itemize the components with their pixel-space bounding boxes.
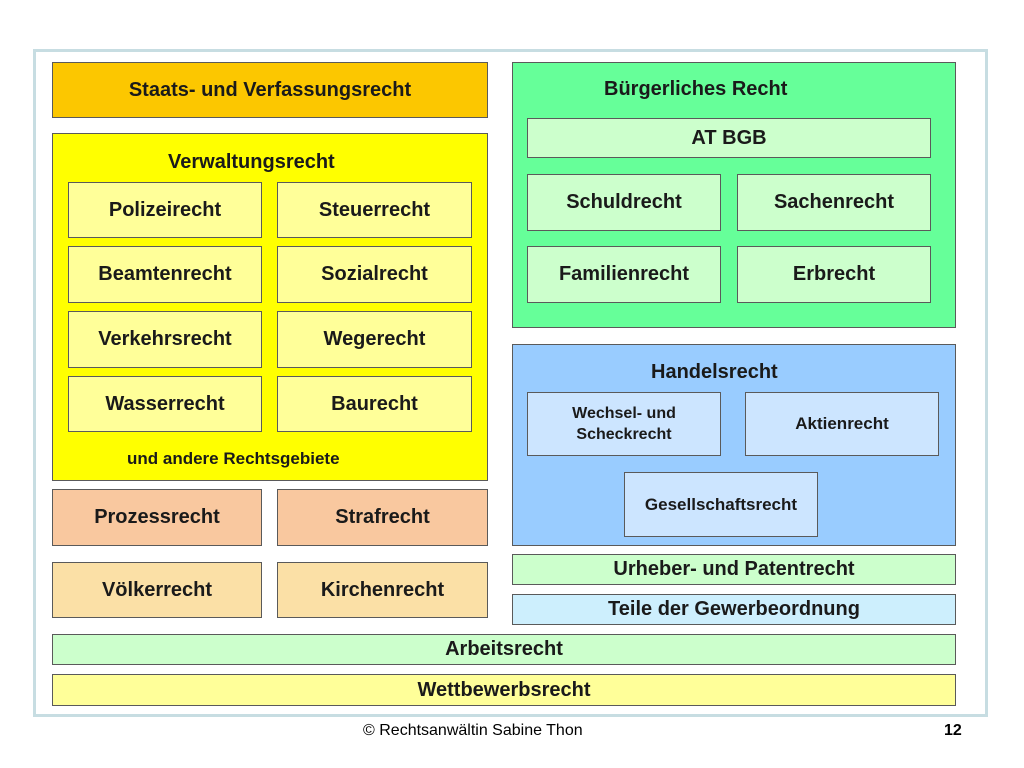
staats-box: Staats- und Verfassungsrecht xyxy=(52,62,488,118)
at-bgb-box: AT BGB xyxy=(527,118,931,158)
aktienrecht-box: Aktienrecht xyxy=(745,392,939,456)
item-verkehrsrecht: Verkehrsrecht xyxy=(68,311,262,368)
handelsrecht-title: Handelsrecht xyxy=(651,361,778,383)
footer-page-number: 12 xyxy=(944,722,962,739)
item-steuerrecht: Steuerrecht xyxy=(277,182,472,238)
gesellschaftsrecht-box: Gesellschaftsrecht xyxy=(624,472,818,537)
gewerbeordnung-box: Teile der Gewerbeordnung xyxy=(512,594,956,625)
urheber-patentrecht-box: Urheber- und Patentrecht xyxy=(512,554,956,585)
buergerliches-recht-title: Bürgerliches Recht xyxy=(604,78,788,100)
wettbewerbsrecht-box: Wettbewerbsrecht xyxy=(52,674,956,706)
item-baurecht: Baurecht xyxy=(277,376,472,432)
arbeitsrecht-box: Arbeitsrecht xyxy=(52,634,956,665)
footer-copyright: © Rechtsanwältin Sabine Thon xyxy=(363,722,583,739)
item-polizeirecht: Polizeirecht xyxy=(68,182,262,238)
schuldrecht-box: Schuldrecht xyxy=(527,174,721,231)
item-sozialrecht: Sozialrecht xyxy=(277,246,472,303)
sachenrecht-box: Sachenrecht xyxy=(737,174,931,231)
erbrecht-box: Erbrecht xyxy=(737,246,931,303)
item-beamtenrecht: Beamtenrecht xyxy=(68,246,262,303)
wechsel-scheckrecht-label: Wechsel- und Scheckrecht xyxy=(572,405,676,443)
voelkerrecht-box: Völkerrecht xyxy=(52,562,262,618)
wechsel-scheckrecht-box: Wechsel- und Scheckrecht xyxy=(527,392,721,456)
strafrecht-box: Strafrecht xyxy=(277,489,488,546)
prozessrecht-box: Prozessrecht xyxy=(52,489,262,546)
item-wasserrecht: Wasserrecht xyxy=(68,376,262,432)
item-wegerecht: Wegerecht xyxy=(277,311,472,368)
verwaltung-title: Verwaltungsrecht xyxy=(168,151,335,173)
kirchenrecht-box: Kirchenrecht xyxy=(277,562,488,618)
familienrecht-box: Familienrecht xyxy=(527,246,721,303)
verwaltung-footnote: und andere Rechtsgebiete xyxy=(127,449,340,468)
